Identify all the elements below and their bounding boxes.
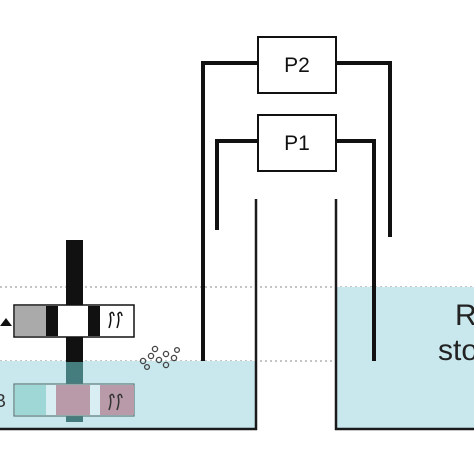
- reservoir-wall: [334, 199, 474, 431]
- pump-p2-label: P2: [284, 54, 310, 77]
- reservoir-water: [336, 287, 474, 429]
- float-rod-upper: [66, 240, 83, 362]
- reservoir-label-line1: R: [455, 299, 474, 332]
- reservoir-label-line2: sto: [438, 334, 474, 367]
- upper-float-block: [13, 304, 135, 338]
- left-tank-wall: [0, 199, 258, 431]
- lower-block-teal: [15, 385, 46, 415]
- bubble-icon: [139, 345, 181, 371]
- p1-pipe: [215, 139, 376, 361]
- pump-p1: P1: [257, 114, 337, 172]
- lower-block-mauve-left: [56, 385, 90, 415]
- wave-marks-icon: [108, 311, 123, 329]
- pump-p1-label: P1: [284, 132, 310, 155]
- upper-block-black-left: [46, 306, 58, 336]
- p2-pipe: [201, 61, 392, 361]
- lower-float-block: [13, 383, 135, 417]
- lower-block-mauve-right: [100, 385, 134, 415]
- triangle-up-icon: [0, 318, 12, 326]
- upper-block-gray: [15, 306, 46, 336]
- pump-p2-box: [257, 36, 337, 94]
- upper-block-white: [58, 306, 88, 336]
- wave-marks-icon: [108, 393, 123, 411]
- left-edge-marker: B: [0, 391, 6, 411]
- pump-p1-box: [257, 114, 337, 172]
- pump-p2: P2: [257, 36, 337, 94]
- upper-block-black-right: [88, 306, 100, 336]
